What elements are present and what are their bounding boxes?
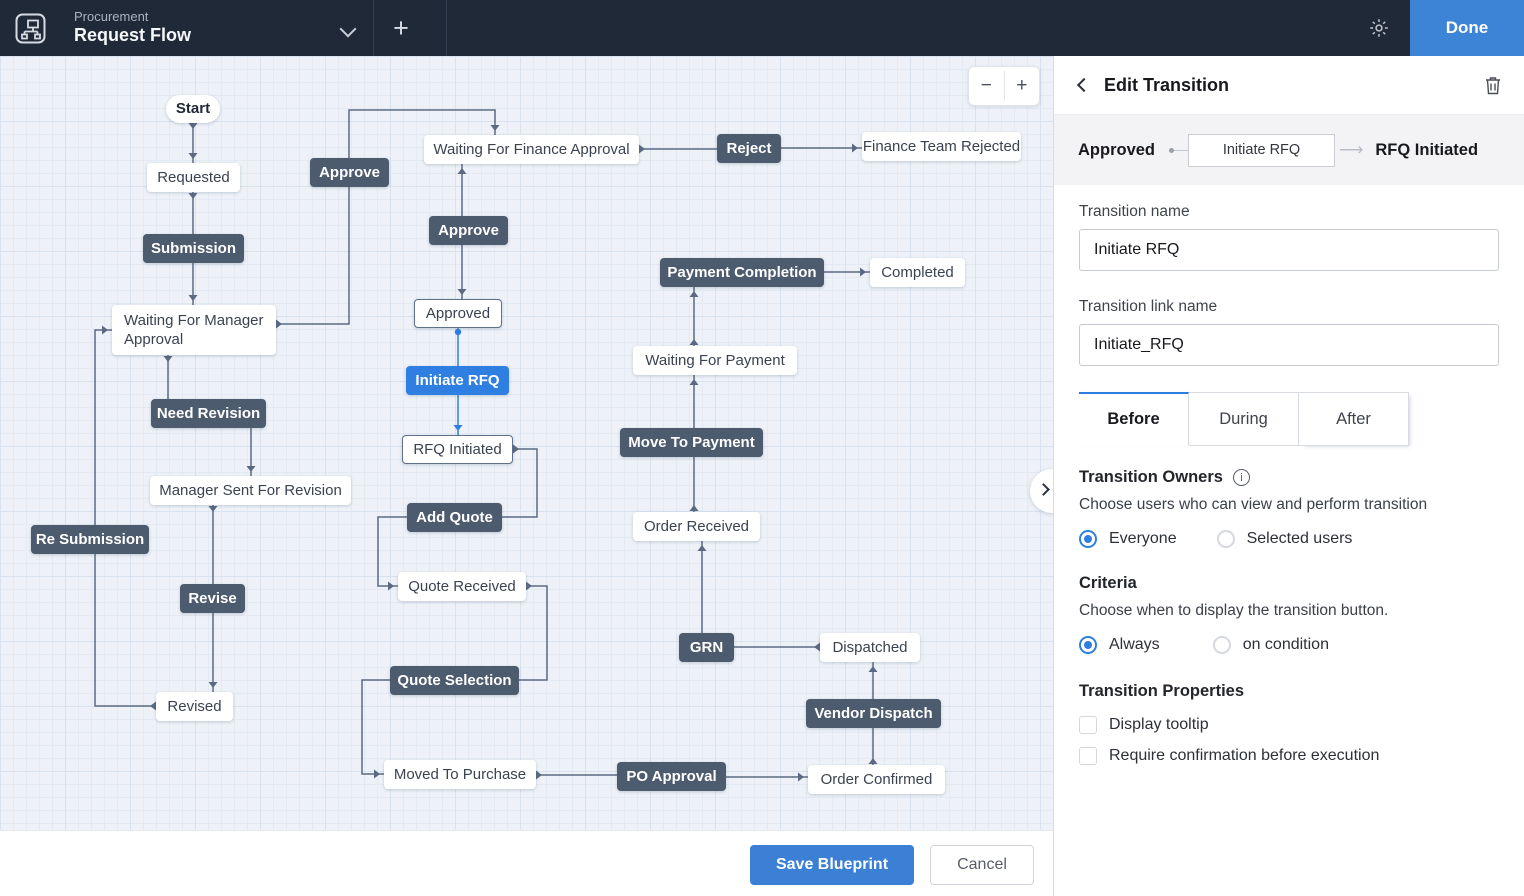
done-button[interactable]: Done bbox=[1410, 0, 1524, 56]
diagram-node-need-revision[interactable]: Need Revision bbox=[151, 399, 266, 428]
diagram-node-move-to-payment[interactable]: Move To Payment bbox=[620, 428, 763, 457]
radio-always[interactable] bbox=[1079, 636, 1097, 654]
diagram-node-dispatched[interactable]: Dispatched bbox=[820, 633, 920, 662]
zoom-in-button[interactable]: + bbox=[1016, 75, 1028, 96]
radio-always-label[interactable]: Always bbox=[1109, 636, 1160, 653]
tab-after[interactable]: After bbox=[1299, 392, 1409, 446]
diagram-node-approve-1[interactable]: Approve bbox=[310, 158, 389, 187]
diagram-node-quote-received[interactable]: Quote Received bbox=[398, 572, 526, 601]
panel-title: Edit Transition bbox=[1104, 74, 1230, 95]
diagram-node-order-confirmed[interactable]: Order Confirmed bbox=[808, 765, 945, 794]
checkbox-display-tooltip-label[interactable]: Display tooltip bbox=[1109, 716, 1209, 733]
diagram-node-submission[interactable]: Submission bbox=[143, 234, 244, 263]
save-blueprint-button[interactable]: Save Blueprint bbox=[750, 845, 914, 885]
transition-owners-desc: Choose users who can view and perform tr… bbox=[1079, 496, 1428, 513]
radio-selected-users-label[interactable]: Selected users bbox=[1246, 530, 1353, 547]
diagram-node-approved[interactable]: Approved bbox=[414, 299, 502, 328]
diagram-node-waiting-manager[interactable]: Waiting For Manager Approval bbox=[112, 305, 276, 355]
preview-connector-dot bbox=[1169, 147, 1175, 153]
delete-transition-trash-icon[interactable] bbox=[1484, 75, 1502, 95]
back-chevron-icon[interactable] bbox=[1076, 79, 1088, 91]
preview-transition-box: Initiate RFQ bbox=[1188, 133, 1336, 167]
diagram-node-start[interactable]: Start bbox=[166, 95, 220, 123]
diagram-node-vendor-dispatch[interactable]: Vendor Dispatch bbox=[806, 699, 941, 728]
zoom-widget: − + bbox=[968, 66, 1040, 106]
zoom-widget-divider bbox=[1003, 71, 1005, 101]
diagram-node-waiting-finance[interactable]: Waiting For Finance Approval bbox=[424, 135, 639, 164]
transition-name-label: Transition name bbox=[1079, 203, 1190, 220]
zoom-out-button[interactable]: − bbox=[980, 75, 992, 96]
phase-tabs: Before During After bbox=[1079, 392, 1498, 446]
radio-selected-users[interactable] bbox=[1216, 530, 1235, 548]
transition-link-name-input[interactable] bbox=[1079, 324, 1499, 366]
diagram-node-waiting-payment[interactable]: Waiting For Payment bbox=[633, 346, 797, 375]
radio-everyone[interactable] bbox=[1079, 530, 1097, 548]
preview-connector-line bbox=[1174, 149, 1189, 151]
page-title: Request Flow bbox=[74, 25, 192, 46]
diagram-node-completed[interactable]: Completed bbox=[870, 258, 965, 287]
diagram-node-quote-selection[interactable]: Quote Selection bbox=[390, 666, 519, 695]
diagram-node-initiate-rfq[interactable]: Initiate RFQ bbox=[406, 366, 509, 395]
diagram-node-add-quote[interactable]: Add Quote bbox=[407, 503, 502, 532]
radio-on-condition-label[interactable]: on condition bbox=[1242, 636, 1329, 653]
diagram-node-manager-sent[interactable]: Manager Sent For Revision bbox=[150, 476, 351, 505]
radio-everyone-label[interactable]: Everyone bbox=[1109, 530, 1177, 547]
diagram-node-grn[interactable]: GRN bbox=[679, 633, 734, 662]
top-bar: Procurement Request Flow + Done bbox=[0, 0, 1524, 56]
transition-owners-title: Transition Owners i bbox=[1079, 468, 1498, 487]
criteria-title: Criteria bbox=[1079, 574, 1137, 592]
diagram-node-rfq-initiated[interactable]: RFQ Initiated bbox=[402, 435, 513, 464]
edit-transition-panel: Edit Transition Approved Initiate RFQ ⟶ … bbox=[1053, 56, 1524, 896]
transition-link-name-label: Transition link name bbox=[1079, 298, 1218, 315]
footer-bar: Save Blueprint Cancel bbox=[0, 830, 1053, 896]
add-flow-button[interactable]: + bbox=[393, 12, 409, 43]
info-icon[interactable]: i bbox=[1232, 469, 1250, 486]
diagram-node-revised[interactable]: Revised bbox=[156, 692, 233, 721]
preview-arrow-icon: ⟶ bbox=[1339, 140, 1364, 159]
radio-on-condition[interactable] bbox=[1212, 636, 1231, 654]
cancel-button[interactable]: Cancel bbox=[930, 845, 1034, 885]
flow-switcher-chevron-down-icon[interactable] bbox=[341, 21, 355, 35]
diagram-node-revise[interactable]: Revise bbox=[180, 584, 245, 613]
panel-header: Edit Transition bbox=[1054, 56, 1524, 115]
diagram-node-reject[interactable]: Reject bbox=[717, 134, 781, 163]
transition-name-input[interactable] bbox=[1079, 229, 1499, 271]
tab-before[interactable]: Before bbox=[1079, 392, 1189, 446]
settings-gear-icon[interactable] bbox=[1348, 0, 1410, 56]
blueprint-logo-icon bbox=[15, 13, 46, 44]
chevron-right-icon bbox=[1037, 483, 1050, 496]
criteria-desc: Choose when to display the transition bu… bbox=[1079, 602, 1389, 619]
preview-from-state: Approved bbox=[1078, 140, 1156, 159]
topbar-divider bbox=[446, 0, 448, 56]
transition-preview-strip: Approved Initiate RFQ ⟶ RFQ Initiated bbox=[1054, 115, 1524, 185]
checkbox-require-confirmation-label[interactable]: Require confirmation before execution bbox=[1109, 747, 1380, 764]
app-label: Procurement bbox=[74, 9, 149, 25]
diagram-node-re-submission[interactable]: Re Submission bbox=[31, 525, 149, 554]
diagram-node-po-approval[interactable]: PO Approval bbox=[617, 762, 726, 791]
diagram-node-finance-rejected[interactable]: Finance Team Rejected bbox=[862, 132, 1021, 161]
flow-title-block: Procurement Request Flow bbox=[74, 9, 192, 46]
diagram-node-payment-completion[interactable]: Payment Completion bbox=[660, 258, 824, 287]
diagram-node-requested[interactable]: Requested bbox=[147, 163, 240, 192]
preview-to-state: RFQ Initiated bbox=[1375, 140, 1479, 159]
diagram-node-approve-2[interactable]: Approve bbox=[429, 216, 508, 245]
checkbox-require-confirmation[interactable] bbox=[1079, 747, 1097, 765]
checkbox-display-tooltip[interactable] bbox=[1079, 716, 1097, 734]
transition-properties-title: Transition Properties bbox=[1079, 682, 1245, 700]
diagram-node-moved-to-purchase[interactable]: Moved To Purchase bbox=[384, 760, 536, 789]
diagram-node-order-received[interactable]: Order Received bbox=[633, 512, 760, 541]
topbar-divider bbox=[373, 0, 375, 56]
tab-during[interactable]: During bbox=[1189, 392, 1299, 446]
